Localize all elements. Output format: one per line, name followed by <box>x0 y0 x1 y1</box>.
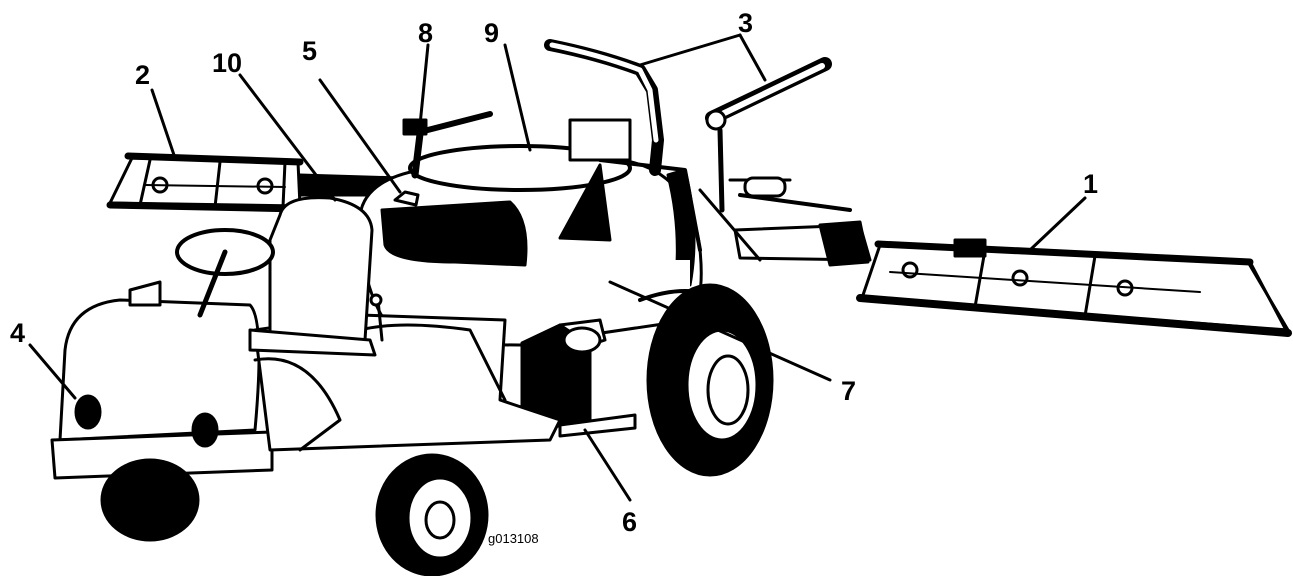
control-levers <box>402 39 832 213</box>
callout-10: 10 <box>212 48 243 78</box>
operator-seat <box>175 196 384 357</box>
rear-frame <box>568 118 792 262</box>
callout-5: 5 <box>302 36 318 66</box>
callout-9: 9 <box>484 18 500 48</box>
front-wheels <box>100 453 489 576</box>
left-boom <box>106 152 402 213</box>
callout-6: 6 <box>622 507 638 537</box>
right-boom <box>733 193 1292 337</box>
callout-1: 1 <box>1083 169 1099 199</box>
figure-id: g013108 <box>488 531 539 546</box>
callout-8: 8 <box>418 18 434 48</box>
callout-2: 2 <box>135 60 151 90</box>
callout-3: 3 <box>738 8 754 38</box>
tank-panel <box>380 190 528 267</box>
callout-4: 4 <box>10 318 26 348</box>
leader-lines <box>28 33 1087 502</box>
callout-7: 7 <box>841 376 857 406</box>
rear-wheel <box>638 283 774 477</box>
